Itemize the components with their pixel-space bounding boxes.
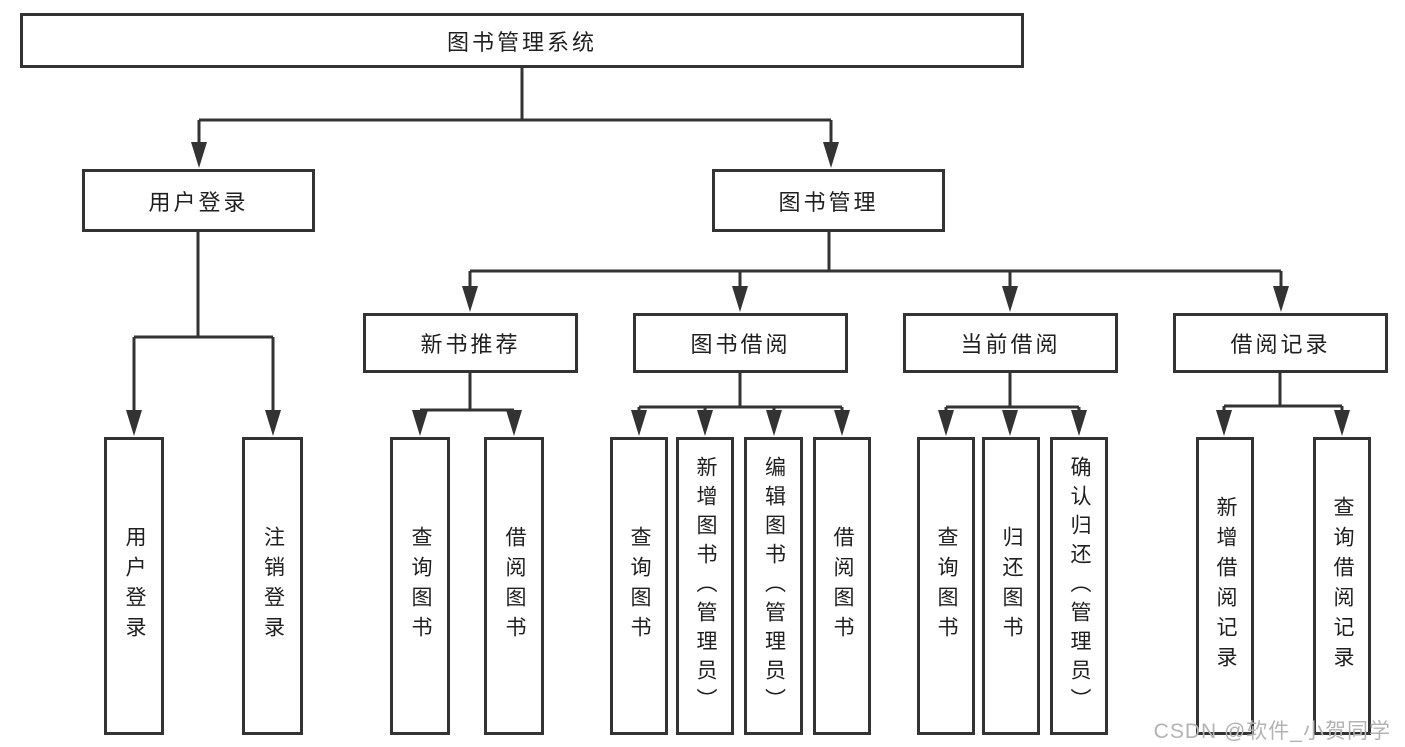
node-new-book-recommend: 新书推荐 — [363, 313, 578, 373]
leaf-confirm-return-admin: 确认归还（管理员） — [1050, 437, 1108, 735]
leaf-query-books: 查询图书 — [610, 437, 668, 735]
leaf-add-book-admin: 新增图书（管理员） — [676, 437, 734, 735]
leaf-query-books: 查询图书 — [390, 437, 450, 735]
node-user-login-branch: 用户登录 — [82, 169, 315, 232]
leaf-borrow-books: 借阅图书 — [484, 437, 544, 735]
node-book-borrowing: 图书借阅 — [633, 313, 848, 373]
node-library-management-system: 图书管理系统 — [20, 13, 1024, 68]
leaf-edit-book-admin: 编辑图书（管理员） — [744, 437, 803, 735]
leaf-add-borrow-record: 新增借阅记录 — [1196, 437, 1254, 735]
leaf-user-login: 用户登录 — [104, 437, 164, 735]
node-borrowing-records: 借阅记录 — [1173, 313, 1388, 373]
node-book-management-branch: 图书管理 — [712, 169, 945, 232]
leaf-logout-login: 注销登录 — [242, 437, 303, 735]
leaf-borrow-books: 借阅图书 — [813, 437, 871, 735]
leaf-query-books: 查询图书 — [917, 437, 975, 735]
leaf-return-book: 归还图书 — [982, 437, 1040, 735]
watermark: CSDN @软件_小贺同学 — [1153, 720, 1391, 743]
leaf-query-borrow-record: 查询借阅记录 — [1313, 437, 1371, 735]
node-current-borrowing: 当前借阅 — [903, 313, 1118, 373]
